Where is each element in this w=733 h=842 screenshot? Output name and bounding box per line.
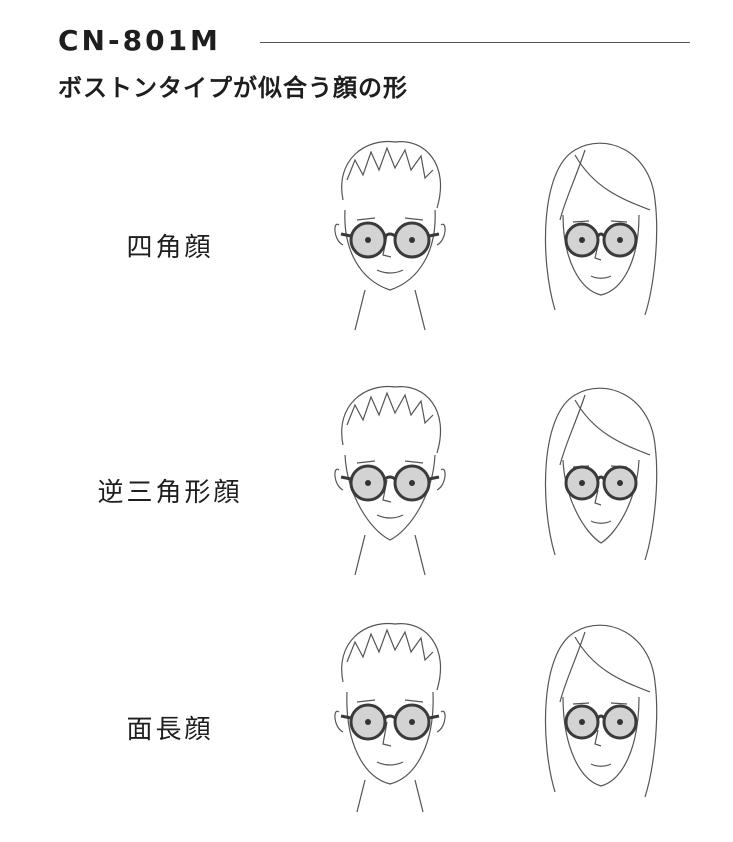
female-face-illustration <box>544 624 658 798</box>
male-face-illustration <box>334 385 446 576</box>
face-shape-label: 四角顔 <box>126 232 214 263</box>
male-face-illustration <box>334 622 446 813</box>
model-name: CN-801M <box>58 24 221 57</box>
female-face-illustration <box>544 387 658 561</box>
face-shape-label: 面長顔 <box>126 714 214 745</box>
face-shape-label: 逆三角形顔 <box>97 477 243 508</box>
face-shape-row-long: 面長顔 <box>0 612 733 842</box>
male-face-illustration <box>334 140 446 331</box>
page-subtitle: ボストンタイプが似合う顔の形 <box>58 74 408 102</box>
face-shape-row-inverted-triangle: 逆三角形顔 <box>0 375 733 605</box>
female-face-illustration <box>544 142 658 316</box>
header-divider <box>260 42 690 43</box>
face-shape-row-square: 四角顔 <box>0 130 733 360</box>
